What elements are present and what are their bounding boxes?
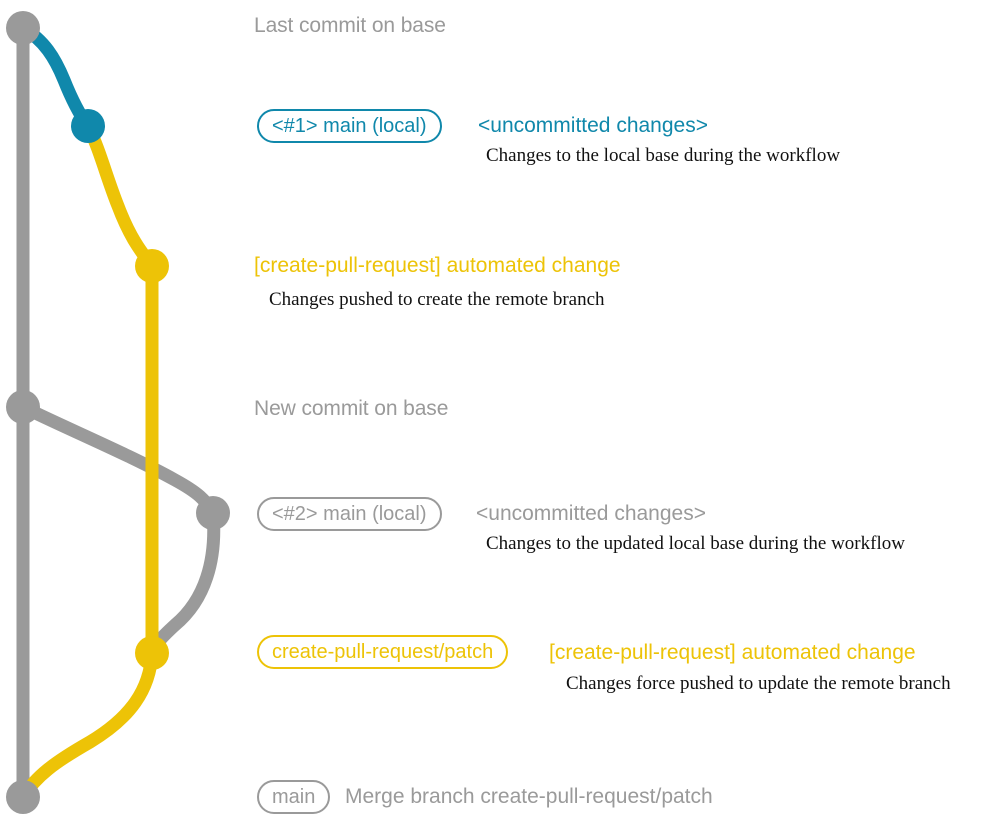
patch2-to-merge-line <box>16 646 159 804</box>
ref-pill-local-2[interactable]: <#2> main (local) <box>257 497 442 531</box>
commit-subject-patch-1: [create-pull-request] automated change <box>254 254 621 277</box>
commit-note-local-2: Changes to the updated local base during… <box>486 533 905 554</box>
commit-node-patch-1[interactable] <box>135 249 169 283</box>
local2-to-patch2-line <box>145 506 221 660</box>
commit-node-base-last[interactable] <box>6 11 40 45</box>
commit-node-base-new[interactable] <box>6 390 40 424</box>
ref-pill-remote-patch-branch[interactable]: create-pull-request/patch <box>257 635 509 669</box>
patch1-branch-line <box>81 119 159 273</box>
commit-subject-merge: Merge branch create-pull-request/patch <box>345 785 713 808</box>
ref-pill-local-1[interactable]: <#1> main (local) <box>257 109 442 143</box>
local1-branch-line <box>16 21 95 133</box>
commit-subject-new-commit-on-base: New commit on base <box>254 397 449 420</box>
commit-subject-local-2: <uncommitted changes> <box>476 502 706 525</box>
ref-pill-main[interactable]: main <box>257 780 331 814</box>
commit-subject-patch-2: [create-pull-request] automated change <box>549 641 916 664</box>
commit-subject-local-1: <uncommitted changes> <box>478 114 708 137</box>
commit-subject-last-commit-on-base: Last commit on base <box>254 14 446 37</box>
commit-node-patch-2[interactable] <box>135 636 169 670</box>
commit-note-patch-1: Changes pushed to create the remote bran… <box>269 289 605 310</box>
commit-note-patch-2: Changes force pushed to update the remot… <box>566 673 951 694</box>
commit-note-local-1: Changes to the local base during the wor… <box>486 145 841 166</box>
commit-node-merge[interactable] <box>6 780 40 814</box>
base-to-local2-line <box>16 400 220 520</box>
commit-node-local-1[interactable] <box>71 109 105 143</box>
commit-node-local-2[interactable] <box>196 496 230 530</box>
